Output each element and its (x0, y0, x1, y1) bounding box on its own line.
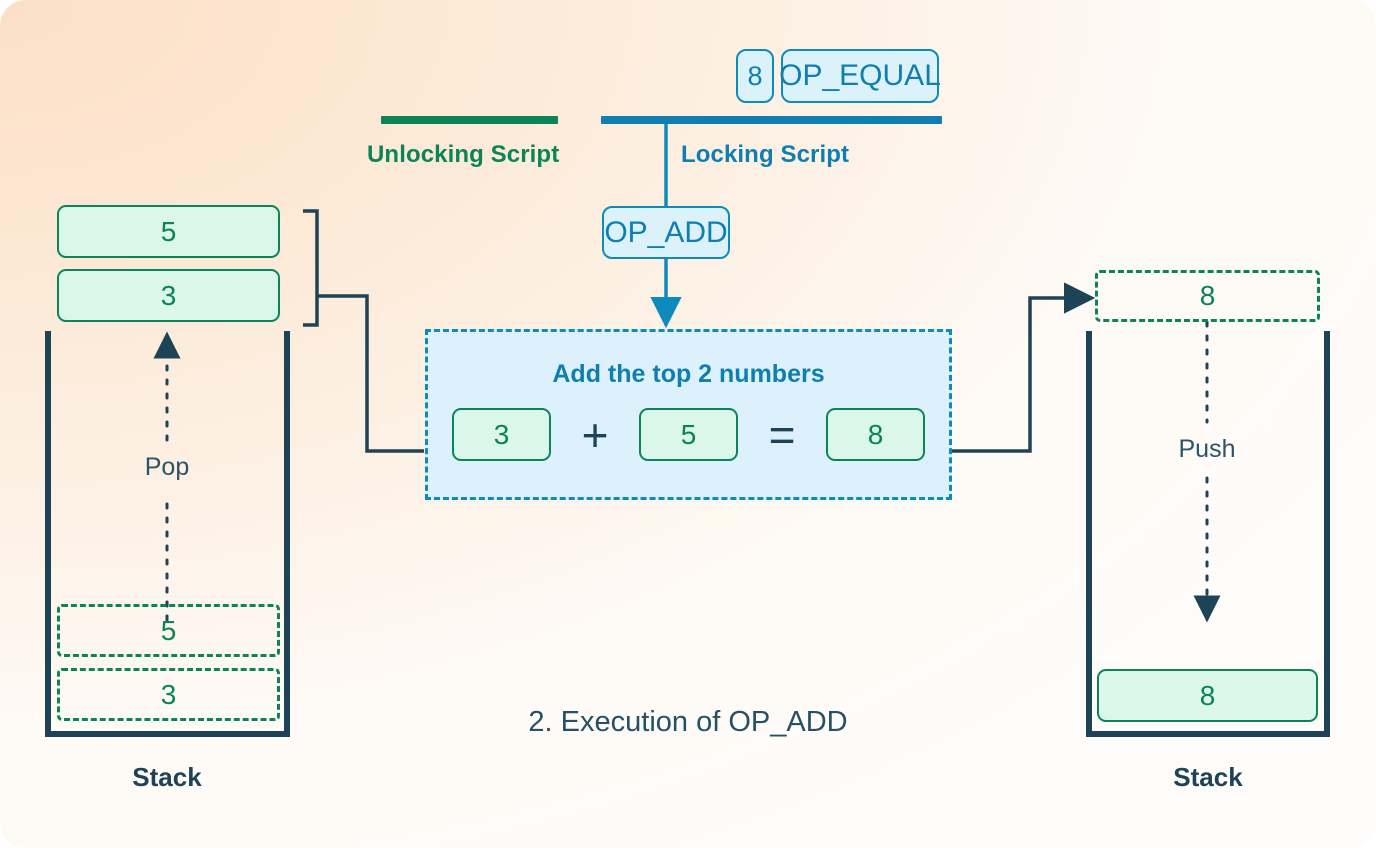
right-stack-wall-right (1324, 331, 1330, 737)
operand-b: 5 (639, 408, 738, 461)
left-stack-wall-left (45, 331, 51, 737)
left-stack-ghost-3: 3 (57, 668, 280, 721)
right-stack-label: Stack (1173, 761, 1243, 792)
right-stack-item-8: 8 (1097, 669, 1318, 722)
opcode-chip-op-equal[interactable]: OP_EQUAL (779, 49, 941, 103)
popped-value-5: 5 (57, 205, 280, 258)
diagram-caption: 2. Execution of OP_ADD (528, 705, 848, 738)
right-stack-wall-bottom (1086, 731, 1330, 737)
opcode-chip-op-add[interactable]: OP_ADD (602, 206, 730, 259)
right-stack-action-push: Push (1178, 434, 1236, 463)
left-stack-action-pop: Pop (144, 452, 190, 481)
unlocking-script-label: Unlocking Script (367, 141, 560, 168)
locking-script-label: Locking Script (681, 141, 850, 168)
operation-result: 8 (826, 408, 925, 461)
operation-panel: Add the top 2 numbers 3 + 5 = 8 (425, 329, 952, 500)
right-stack-wall-left (1086, 331, 1092, 737)
left-stack-wall-bottom (45, 731, 290, 737)
unlocking-script-bar (381, 116, 558, 124)
operation-panel-title: Add the top 2 numbers (552, 359, 825, 388)
right-stack-incoming-8: 8 (1095, 270, 1320, 322)
left-stack-wall-right (284, 331, 290, 737)
left-stack-ghost-5: 5 (57, 604, 280, 657)
left-stack-bracket (303, 209, 319, 327)
popped-value-3: 3 (57, 269, 280, 322)
left-stack-label: Stack (132, 761, 202, 792)
opcode-chip-value-8[interactable]: 8 (736, 49, 774, 103)
plus-symbol: + (581, 408, 609, 461)
left-stack-to-panel-line (317, 294, 424, 453)
panel-to-right-stack-line (952, 282, 1096, 453)
equals-symbol: = (768, 408, 796, 461)
operand-a: 3 (452, 408, 551, 461)
locking-script-bar (601, 116, 942, 124)
